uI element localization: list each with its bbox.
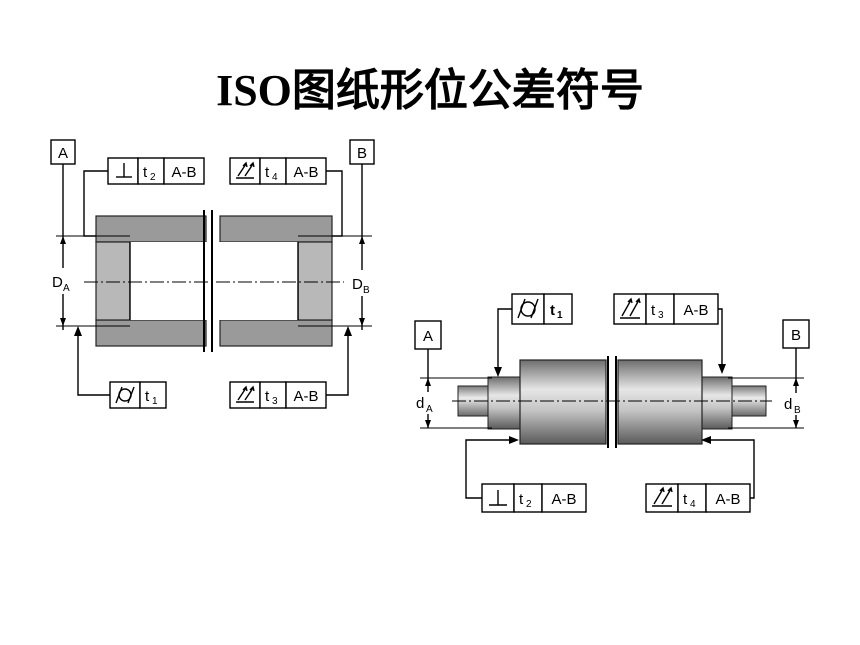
svg-text:1: 1 — [152, 396, 158, 407]
svg-text:t: t — [145, 388, 150, 405]
fcf-cylindricity-right: t 1 — [511, 293, 573, 325]
svg-text:A: A — [426, 404, 433, 415]
fcf-perpendicularity-left: t 2 A-B — [107, 157, 205, 185]
datum-b-box-right: B — [782, 319, 810, 349]
fcf-total-runout-top-right: t 3 A-B — [613, 293, 719, 325]
cylindricity-icon — [115, 386, 135, 404]
fcf-total-runout-bottom-right: t 4 A-B — [645, 483, 751, 513]
svg-text:B: B — [794, 405, 801, 416]
svg-text:t: t — [683, 491, 688, 508]
fcf-perpendicularity-right: t 2 A-B — [481, 483, 587, 513]
svg-text:A-B: A-B — [293, 164, 318, 181]
svg-text:t: t — [265, 388, 270, 405]
sleeve-wall-bottom-left — [95, 319, 207, 347]
svg-text:A: A — [423, 328, 433, 345]
datum-a-box-right: A — [414, 320, 442, 350]
shaft-body-left — [519, 359, 607, 445]
cylindricity-icon — [517, 298, 539, 319]
svg-text:4: 4 — [272, 172, 278, 183]
sleeve-wall-top-left — [95, 215, 207, 243]
fcf-cylindricity-left: t 1 — [109, 381, 167, 409]
svg-text:B: B — [791, 327, 801, 344]
sleeve-wall-top-right — [219, 215, 333, 243]
perpendicularity-icon — [116, 163, 132, 178]
svg-text:t: t — [550, 302, 555, 319]
total-runout-icon — [620, 297, 641, 319]
svg-text:t: t — [651, 302, 656, 319]
total-runout-icon — [236, 385, 255, 403]
fcf-total-runout-bottom-left: t 3 A-B — [229, 381, 327, 409]
svg-text:D: D — [52, 274, 63, 291]
svg-text:1: 1 — [557, 310, 563, 321]
dim-da-label-right: d A — [414, 392, 438, 415]
datum-b-label: B — [357, 145, 367, 162]
right-shaft-diagram: A B d A — [414, 293, 810, 513]
svg-text:t: t — [519, 491, 524, 508]
svg-text:3: 3 — [272, 396, 278, 407]
svg-text:2: 2 — [526, 499, 532, 510]
svg-text:A-B: A-B — [551, 491, 576, 508]
dim-db-label-right: d B — [782, 393, 808, 416]
svg-text:A: A — [63, 283, 70, 294]
svg-text:D: D — [352, 276, 363, 293]
datum-b-box-left: B — [349, 139, 375, 165]
svg-text:A-B: A-B — [715, 491, 740, 508]
svg-text:d: d — [416, 395, 424, 412]
total-runout-icon — [236, 161, 255, 179]
svg-text:4: 4 — [690, 499, 696, 510]
svg-text:3: 3 — [658, 310, 664, 321]
svg-text:A-B: A-B — [171, 164, 196, 181]
svg-text:A-B: A-B — [293, 388, 318, 405]
svg-text:d: d — [784, 396, 792, 413]
datum-a-box-left: A — [50, 139, 76, 165]
dim-db-label: D B — [350, 270, 376, 296]
svg-text:2: 2 — [150, 172, 156, 183]
svg-text:t: t — [265, 164, 270, 181]
perpendicularity-icon — [489, 490, 507, 506]
svg-text:t: t — [143, 164, 148, 181]
sleeve-wall-bottom-right — [219, 319, 333, 347]
left-bore-diagram: A B D — [48, 139, 376, 409]
page-title: ISO图纸形位公差符号 — [216, 66, 644, 115]
svg-text:A-B: A-B — [683, 302, 708, 319]
svg-text:B: B — [363, 285, 370, 296]
shaft-body-right — [617, 359, 703, 445]
datum-a-label: A — [58, 145, 68, 162]
total-runout-icon — [652, 486, 673, 507]
dim-da-label: D A — [48, 268, 74, 294]
fcf-total-runout-top-left: t 4 A-B — [229, 157, 327, 185]
